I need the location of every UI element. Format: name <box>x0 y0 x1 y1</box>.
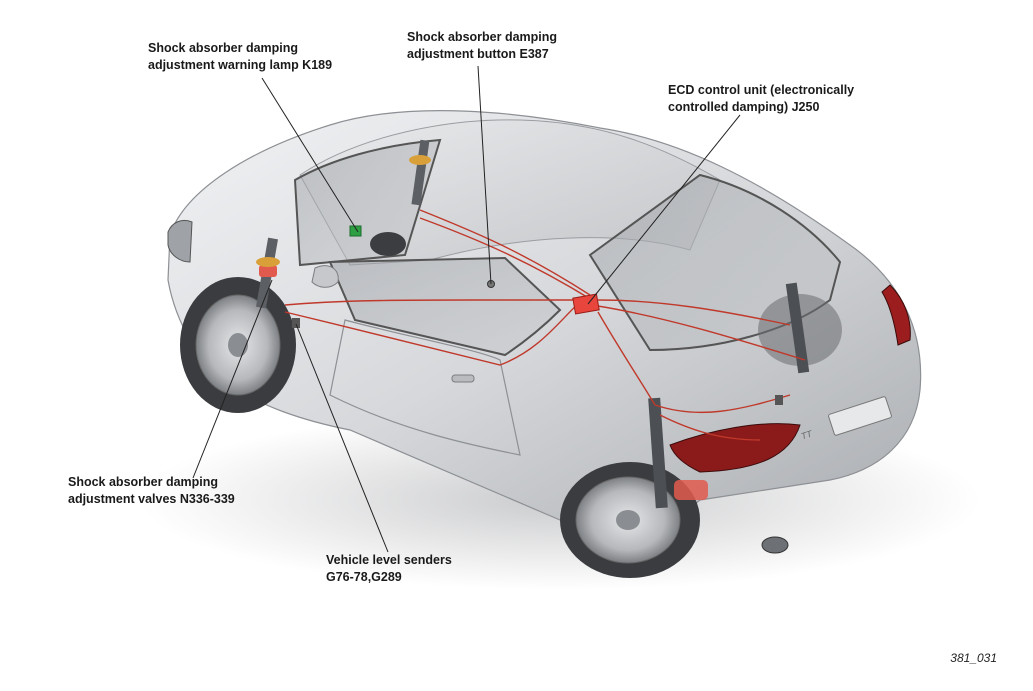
leader-valves <box>192 279 273 479</box>
callout-adjust-button-line2: adjustment button E387 <box>407 47 549 61</box>
license-plate <box>828 396 892 436</box>
leader-lines <box>192 65 741 553</box>
car-body <box>167 110 922 554</box>
callout-level-senders-line1: Vehicle level senders <box>326 553 452 567</box>
callout-level-senders: Vehicle level senders G76-78,G289 <box>326 552 452 586</box>
door-handle <box>451 374 475 383</box>
callout-valves-line1: Shock absorber damping <box>68 475 219 489</box>
callout-warning-lamp: Shock absorber damping adjustment warnin… <box>148 40 332 74</box>
callout-valves-line2: adjustment valves N336-339 <box>68 492 235 506</box>
side-window <box>328 256 562 357</box>
exhaust <box>761 536 789 554</box>
leader-level-senders <box>295 323 389 553</box>
callout-ecd-unit: ECD control unit (electronically control… <box>668 82 854 116</box>
windshield <box>293 138 442 267</box>
front-wheel <box>180 277 296 413</box>
shock-absorber-rear-right <box>785 282 810 374</box>
side-mirror <box>311 265 339 288</box>
callout-warning-lamp-line1: Shock absorber damping <box>148 41 299 55</box>
shock-absorber-front-right <box>409 139 431 206</box>
leader-adjust-button <box>477 65 492 285</box>
tail-light-right <box>881 284 911 346</box>
instrument-cluster <box>370 232 406 256</box>
rear-wheel <box>560 462 700 578</box>
tail-light <box>669 423 801 473</box>
callout-adjust-button-line1: Shock absorber damping <box>407 30 558 44</box>
warning-lamp-k189 <box>349 225 362 237</box>
callout-ecd-unit-line2: controlled damping) J250 <box>668 100 820 114</box>
wiring-harness <box>284 209 806 441</box>
callout-level-senders-line2: G76-78,G289 <box>326 570 402 584</box>
callout-adjust-button: Shock absorber damping adjustment button… <box>407 29 557 63</box>
callout-ecd-unit-line1: ECD control unit (electronically <box>668 83 855 97</box>
shock-absorber-front-left <box>255 237 280 309</box>
headlight <box>167 219 193 263</box>
leader-warning-lamp <box>261 77 359 233</box>
ecd-control-unit-j250 <box>572 293 600 315</box>
callout-warning-lamp-line2: adjustment warning lamp K189 <box>148 58 333 72</box>
shock-absorber-rear-left <box>648 397 708 509</box>
level-sender <box>292 318 300 328</box>
callout-valves: Shock absorber damping adjustment valves… <box>68 474 235 508</box>
leader-ecd-unit <box>587 114 741 305</box>
figure-id: 381_031 <box>950 651 997 665</box>
level-sender-rear <box>775 395 783 405</box>
